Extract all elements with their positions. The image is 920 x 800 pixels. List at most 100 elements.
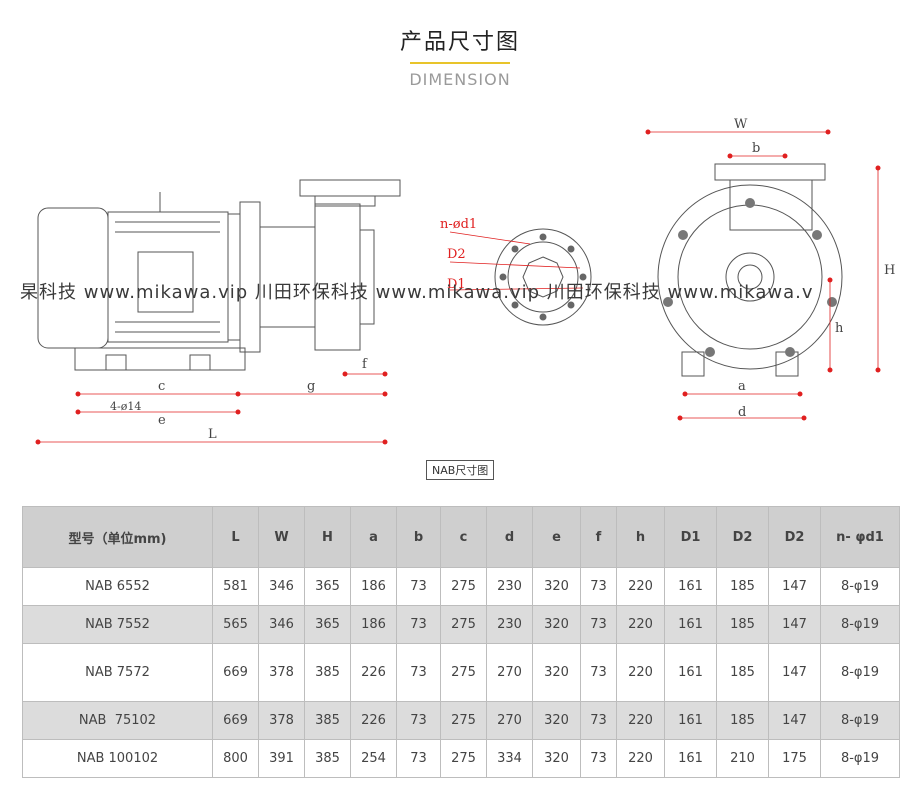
cell: 185 (716, 643, 769, 702)
cell-model: NAB 6552 (22, 567, 213, 606)
watermark-text: 杲科技 www.mikawa.vip 川田环保科技 www.mikawa.vip… (20, 282, 814, 303)
cell: 147 (768, 567, 821, 606)
front-foot-left (681, 351, 705, 377)
cell: 226 (350, 701, 397, 740)
table-row: NAB 100102 800 391 385 254 73 275 334 32… (22, 739, 900, 778)
cell: 270 (486, 643, 533, 702)
cell: 175 (768, 739, 821, 778)
cell: 365 (304, 605, 351, 644)
cell: 385 (304, 739, 351, 778)
cell: 73 (580, 605, 617, 644)
dim-label-holes: 4-ø14 (110, 400, 141, 413)
pump-base (74, 347, 246, 371)
header-a: a (350, 506, 397, 568)
dim-label-L: L (208, 427, 217, 442)
cell-model: NAB 7552 (22, 605, 213, 644)
header-D1: D1 (664, 506, 717, 568)
cell: 220 (616, 605, 665, 644)
cell: 320 (532, 605, 581, 644)
cell: 320 (532, 739, 581, 778)
header-W: W (258, 506, 305, 568)
cell: 8-φ19 (820, 605, 900, 644)
cell: 378 (258, 701, 305, 740)
cell: 385 (304, 643, 351, 702)
pump-flange-side (239, 201, 261, 353)
cell: 8-φ19 (820, 739, 900, 778)
cell: 270 (486, 701, 533, 740)
cell-model: NAB 100102 (22, 739, 213, 778)
figure-caption: NAB尺寸图 (426, 460, 495, 480)
cell: 669 (212, 643, 259, 702)
cell: 220 (616, 739, 665, 778)
header-e: e (532, 506, 581, 568)
cell: 147 (768, 643, 821, 702)
dim-label-W: W (734, 117, 748, 132)
header-H: H (304, 506, 351, 568)
cell: 161 (664, 739, 717, 778)
cell: 73 (580, 643, 617, 702)
cell: 275 (440, 605, 487, 644)
cell: 275 (440, 567, 487, 606)
front-pump-casing (657, 184, 843, 370)
dim-label-D2: D2 (447, 247, 466, 262)
header-model: 型号（单位mm) (22, 506, 213, 568)
cell: 185 (716, 605, 769, 644)
cell: 161 (664, 567, 717, 606)
cell: 230 (486, 605, 533, 644)
table-row: NAB 75102 669 378 385 226 73 275 270 320… (22, 701, 900, 740)
table-header-row: 型号（单位mm) L W H a b c d e f h D1 D2 D2 n-… (22, 506, 900, 568)
dim-label-f: f (362, 357, 368, 372)
cell: 73 (396, 701, 441, 740)
cell: 73 (580, 739, 617, 778)
cell: 346 (258, 605, 305, 644)
cell: 365 (304, 567, 351, 606)
cell: 8-φ19 (820, 643, 900, 702)
header-d: d (486, 506, 533, 568)
cell: 8-φ19 (820, 701, 900, 740)
cell-model: NAB 7572 (22, 643, 213, 702)
header-h: h (616, 506, 665, 568)
cell: 73 (580, 567, 617, 606)
cell: 275 (440, 739, 487, 778)
cell: 385 (304, 701, 351, 740)
page-title: 产品尺寸图 (399, 30, 520, 55)
cell: 161 (664, 643, 717, 702)
flange-outer (494, 228, 592, 326)
cell: 320 (532, 567, 581, 606)
cell: 161 (664, 605, 717, 644)
cell: 186 (350, 605, 397, 644)
dim-label-h: h (835, 321, 844, 336)
cell: 185 (716, 567, 769, 606)
header-f: f (580, 506, 617, 568)
cell: 220 (616, 567, 665, 606)
dim-label-e: e (158, 413, 166, 428)
cell: 565 (212, 605, 259, 644)
cell: 73 (580, 701, 617, 740)
table-row: NAB 7552 565 346 365 186 73 275 230 320 … (22, 605, 900, 644)
page-header: 产品尺寸图 DIMENSION (0, 24, 920, 89)
cell: 147 (768, 605, 821, 644)
cell: 581 (212, 567, 259, 606)
table-row: NAB 7572 669 378 385 226 73 275 270 320 … (22, 643, 900, 702)
dim-label-c: c (158, 379, 165, 394)
cell: 73 (396, 567, 441, 606)
cell: 346 (258, 567, 305, 606)
header-D2: D2 (716, 506, 769, 568)
terminal-box (137, 251, 194, 313)
title-underline (410, 62, 510, 64)
dim-label-D1: D1 (447, 277, 466, 292)
cell: 8-φ19 (820, 567, 900, 606)
cell: 669 (212, 701, 259, 740)
header-c: c (440, 506, 487, 568)
cell: 161 (664, 701, 717, 740)
cell: 320 (532, 701, 581, 740)
header-nd1: n- φd1 (820, 506, 900, 568)
cell: 210 (716, 739, 769, 778)
cell: 185 (716, 701, 769, 740)
cell: 275 (440, 701, 487, 740)
outlet-flange-side (299, 179, 401, 197)
dim-label-g: g (307, 379, 315, 394)
cell: 147 (768, 701, 821, 740)
header-D2-second: D2 (768, 506, 821, 568)
dim-label-nd1: n-ød1 (440, 217, 477, 232)
